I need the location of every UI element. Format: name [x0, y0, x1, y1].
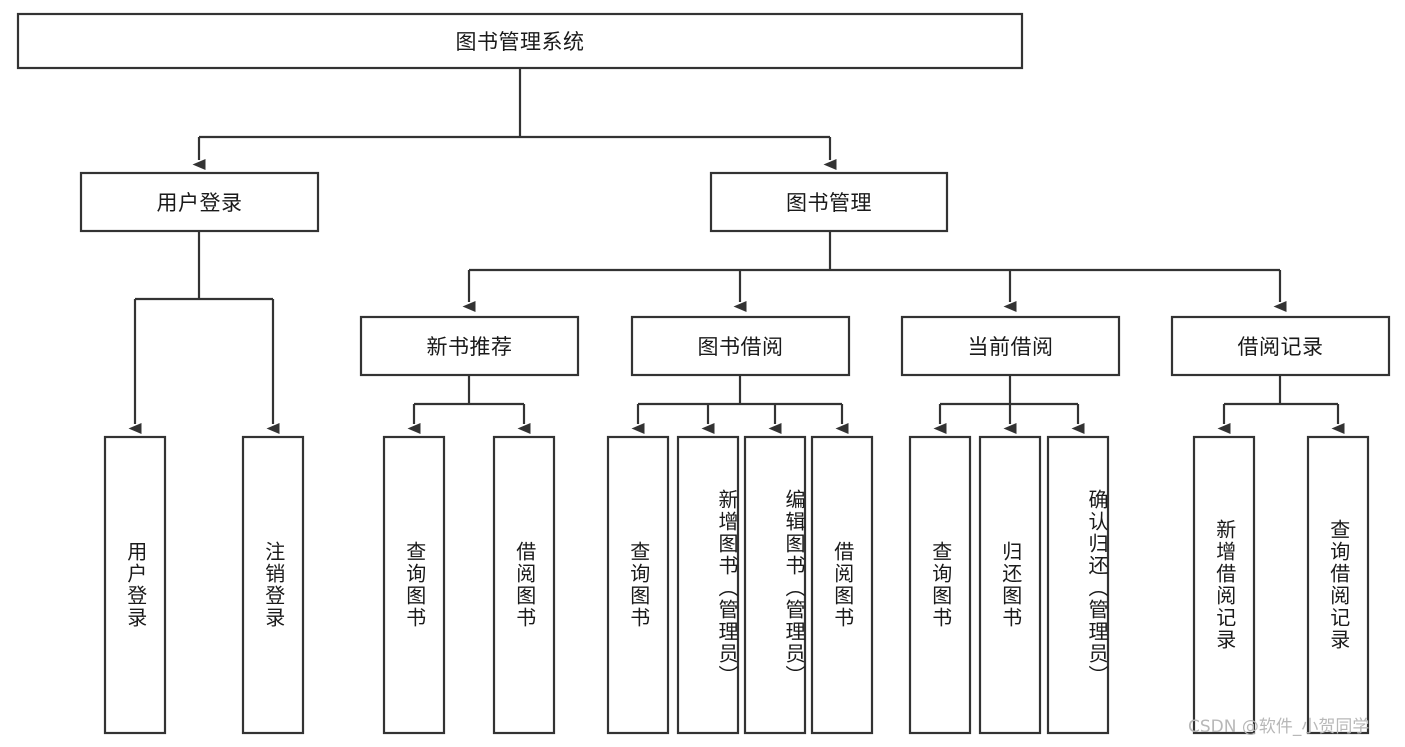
label-book-management: 图书管理: [786, 191, 872, 215]
leaf-box-book-borrow-3[interactable]: [743, 435, 807, 735]
leaf-box-book-borrow-4[interactable]: [810, 435, 874, 735]
leaf-box-current-borrow-3[interactable]: [1046, 435, 1110, 735]
leaf-label-book-borrow-1: 查询图书: [626, 541, 651, 629]
leaf-label-borrow-record-1: 新增借阅记录: [1212, 519, 1237, 651]
node-book-management[interactable]: [709, 171, 949, 233]
leaf-box-new-book-2[interactable]: [492, 435, 556, 735]
leaf-box-borrow-record-1[interactable]: [1192, 435, 1256, 735]
leaf-box-user-login-1[interactable]: [103, 435, 167, 735]
leaf-box-current-borrow-2[interactable]: [978, 435, 1042, 735]
label-book-borrow: 图书借阅: [697, 335, 784, 359]
node-new-book-recommend[interactable]: [359, 315, 580, 377]
leaf-box-book-borrow-1[interactable]: [606, 435, 670, 735]
leaf-label-book-borrow-2: 新增图书（管理员）: [715, 489, 739, 687]
leaf-label-book-borrow-4: 借阅图书: [830, 541, 855, 629]
leaf-label-new-book-1: 查询图书: [402, 541, 427, 629]
node-borrow-record[interactable]: [1170, 315, 1391, 377]
leaf-label-current-borrow-1: 查询图书: [928, 541, 953, 629]
nodes-layer: [16, 12, 1391, 735]
label-borrow-record: 借阅记录: [1237, 335, 1324, 359]
leaf-label-current-borrow-3: 确认归还（管理员）: [1085, 489, 1109, 687]
label-user-login: 用户登录: [156, 191, 243, 215]
label-current-borrow: 当前借阅: [967, 335, 1054, 359]
leaf-label-new-book-2: 借阅图书: [512, 541, 537, 629]
node-book-borrow[interactable]: [630, 315, 851, 377]
node-user-login[interactable]: [79, 171, 320, 233]
label-new-book-recommend: 新书推荐: [426, 335, 513, 359]
node-current-borrow[interactable]: [900, 315, 1121, 377]
leaf-box-book-borrow-2[interactable]: [676, 435, 740, 735]
leaf-label-borrow-record-2: 查询借阅记录: [1326, 519, 1351, 651]
leaf-box-borrow-record-2[interactable]: [1306, 435, 1370, 735]
leaf-label-user-login-2: 注销登录: [261, 541, 286, 629]
leaf-box-new-book-1[interactable]: [382, 435, 446, 735]
leaf-label-current-borrow-2: 归还图书: [998, 541, 1023, 629]
leaf-box-user-login-2[interactable]: [241, 435, 305, 735]
node-root-book-management-system[interactable]: [16, 12, 1024, 70]
leaf-box-current-borrow-1[interactable]: [908, 435, 972, 735]
csdn-watermark: CSDN @软件_小贺同学: [1188, 717, 1370, 737]
leaf-label-user-login-1: 用户登录: [123, 541, 148, 629]
label-root-book-management-system: 图书管理系统: [455, 30, 585, 54]
leaf-label-book-borrow-3: 编辑图书（管理员）: [782, 489, 806, 687]
edges-layer: [128, 68, 1345, 434]
